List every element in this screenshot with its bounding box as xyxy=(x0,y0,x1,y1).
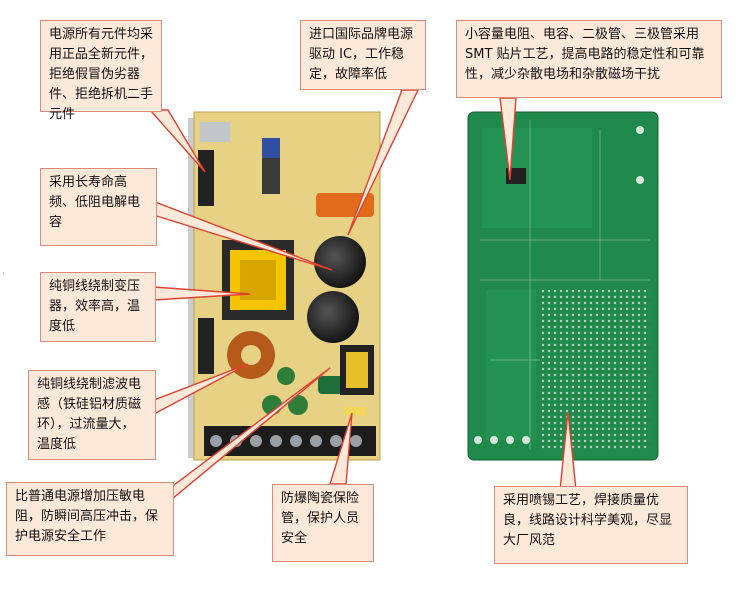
callout-soldering: 采用喷锡工艺，焊接质量优良，线路设计科学美观，尽显大厂风范 xyxy=(494,486,688,564)
callout-pointers xyxy=(148,89,577,516)
callout-driver-ic: 进口国际品牌电源驱动 IC，工作稳定，故障率低 xyxy=(300,20,426,90)
svg-text:·: · xyxy=(2,269,5,279)
callout-varistor: 比普通电源增加压敏电阻，防瞬间高压冲击，保护电源安全工作 xyxy=(6,482,174,556)
callout-smt-process: 小容量电阻、电容、二极管、三极管采用SMT 贴片工艺，提高电路的稳定性和可靠性，… xyxy=(456,20,722,98)
callout-transformer: 纯铜线绕制变压器，效率高，温度低 xyxy=(40,272,156,342)
pcb-solder-side xyxy=(467,111,659,461)
callout-filter-inductor: 纯铜线绕制滤波电感（铁硅铝材质磁环），过流量大，温度低 xyxy=(28,370,156,460)
callout-capacitor: 采用长寿命高频、低阻电解电容 xyxy=(40,168,157,246)
pcb-component-side xyxy=(188,111,381,461)
callout-fuse: 防爆陶瓷保险管，保护人员安全 xyxy=(272,484,374,562)
callout-new-components: 电源所有元件均采用正品全新元件，拒绝假冒伪劣器件、拒绝拆机二手元件 xyxy=(40,20,162,122)
